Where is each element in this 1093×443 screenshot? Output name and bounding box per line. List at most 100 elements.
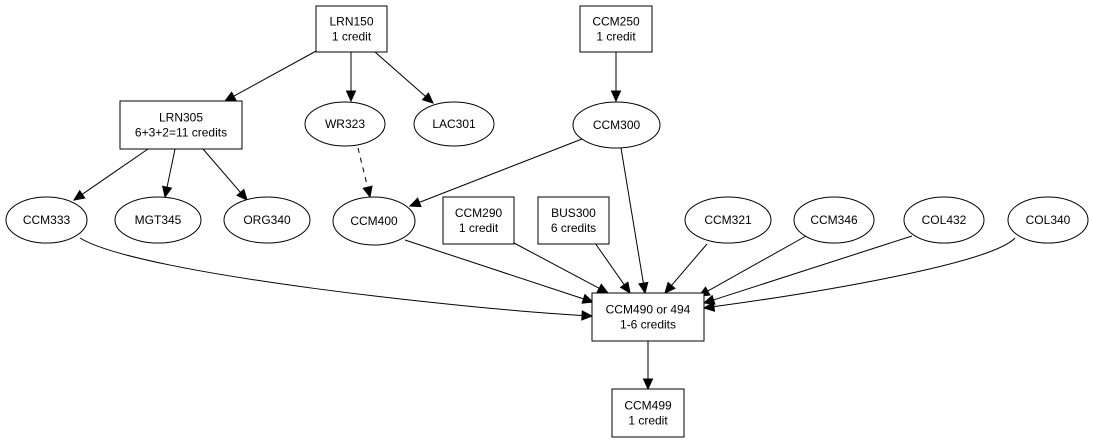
node-label: COL340 [1026,213,1071,227]
node-box [119,100,243,150]
edge-bus300-to-ccm490 [594,242,631,294]
node-box [579,5,653,53]
arrowhead-icon [408,197,422,208]
arrowhead-icon [223,91,237,102]
node-ellipse [684,196,772,244]
node-ellipse [332,196,416,246]
edge-line [357,147,369,188]
arrowhead-icon [702,294,716,305]
edge-line [713,235,913,301]
node-label: WR323 [325,117,365,131]
edge-col340-to-ccm490 [702,237,1016,312]
edge-line [713,237,1016,308]
edge-ccm290-to-ccm490 [513,242,610,294]
edge-line [620,147,644,284]
edge-line [374,51,426,97]
node-label: LRN150 [329,15,373,29]
arrowhead-icon [362,185,373,199]
edge-ccm333-to-ccm490 [79,237,594,321]
node-sublabel: 1 credit [596,30,636,44]
node-label: LRN305 [159,111,203,125]
edge-line [671,243,708,286]
edge-lrn305-to-mgt345 [161,148,176,199]
arrowhead-icon [236,188,248,201]
node-sublabel: 6+3+2=11 credits [135,126,227,140]
edge-ccm321-to-ccm490 [664,243,708,294]
edge-col432-to-ccm490 [702,235,913,305]
arrowhead-icon [610,90,622,103]
node-sublabel: 1 credit [459,221,499,235]
edge-ccm250-to-ccm300 [610,52,622,103]
node-ellipse [903,196,985,244]
node-box [315,5,388,53]
node-sublabel: 1-6 credits [620,318,676,332]
node-label: CCM333 [23,213,71,227]
edge-line [513,242,600,289]
edges-layer [72,49,1016,391]
edge-line [419,138,583,203]
node-label: CCM250 [592,15,640,29]
arrowhead-icon [596,283,610,294]
node-box [611,388,685,438]
edge-line [594,242,625,286]
edge-lrn305-to-org340 [202,148,248,201]
edge-ccm300-to-ccm400 [408,138,583,208]
arrowhead-icon [619,281,631,294]
edge-lrn150-to-lac301 [374,51,434,104]
edge-line [404,239,584,300]
node-label: CCM490 or 494 [606,303,691,317]
node-ellipse [793,196,875,244]
edge-line [166,148,176,188]
node-ccm321: CCM321 [684,196,772,244]
node-label: COL432 [922,213,967,227]
edge-line [81,148,149,195]
arrowhead-icon [421,92,434,104]
edge-ccm400-to-ccm490 [404,239,595,304]
node-box [442,196,515,245]
edge-ccm490-to-ccm499 [642,341,654,391]
node-label: CCM321 [704,213,752,227]
edge-line [202,148,241,193]
node-ellipse [413,101,495,147]
edge-ccm300-to-ccm490 [620,147,649,295]
node-sublabel: 1 credit [332,30,372,44]
node-label: CCM290 [455,206,503,220]
node-mgt345: MGT345 [114,196,202,244]
node-ellipse [304,101,386,147]
node-label: CCM400 [350,214,398,228]
node-lac301: LAC301 [413,101,495,147]
node-org340: ORG340 [223,196,311,244]
arrowhead-icon [642,378,654,391]
node-ellipse [1007,196,1089,244]
edge-lrn305-to-ccm333 [72,148,149,201]
node-box [591,292,705,342]
node-sublabel: 1 credit [628,414,668,428]
node-ccm400: CCM400 [332,196,416,246]
node-ellipse [223,196,311,244]
node-sublabel: 6 credits [551,221,596,235]
node-ccm333: CCM333 [5,196,88,244]
edge-lrn150-to-lrn305 [223,49,319,102]
node-label: MGT345 [135,213,182,227]
edge-lrn150-to-wr323 [345,52,357,103]
arrowhead-icon [161,185,173,199]
arrowhead-icon [345,90,357,103]
edge-line [233,49,319,97]
node-label: BUS300 [551,206,596,220]
arrowhead-icon [638,281,649,295]
node-label: CCM499 [624,399,672,413]
node-label: CCM346 [810,213,858,227]
node-label: LAC301 [432,117,476,131]
node-col340: COL340 [1007,196,1089,244]
node-ellipse [5,196,88,244]
node-box [537,196,610,245]
arrowhead-icon [581,293,595,304]
